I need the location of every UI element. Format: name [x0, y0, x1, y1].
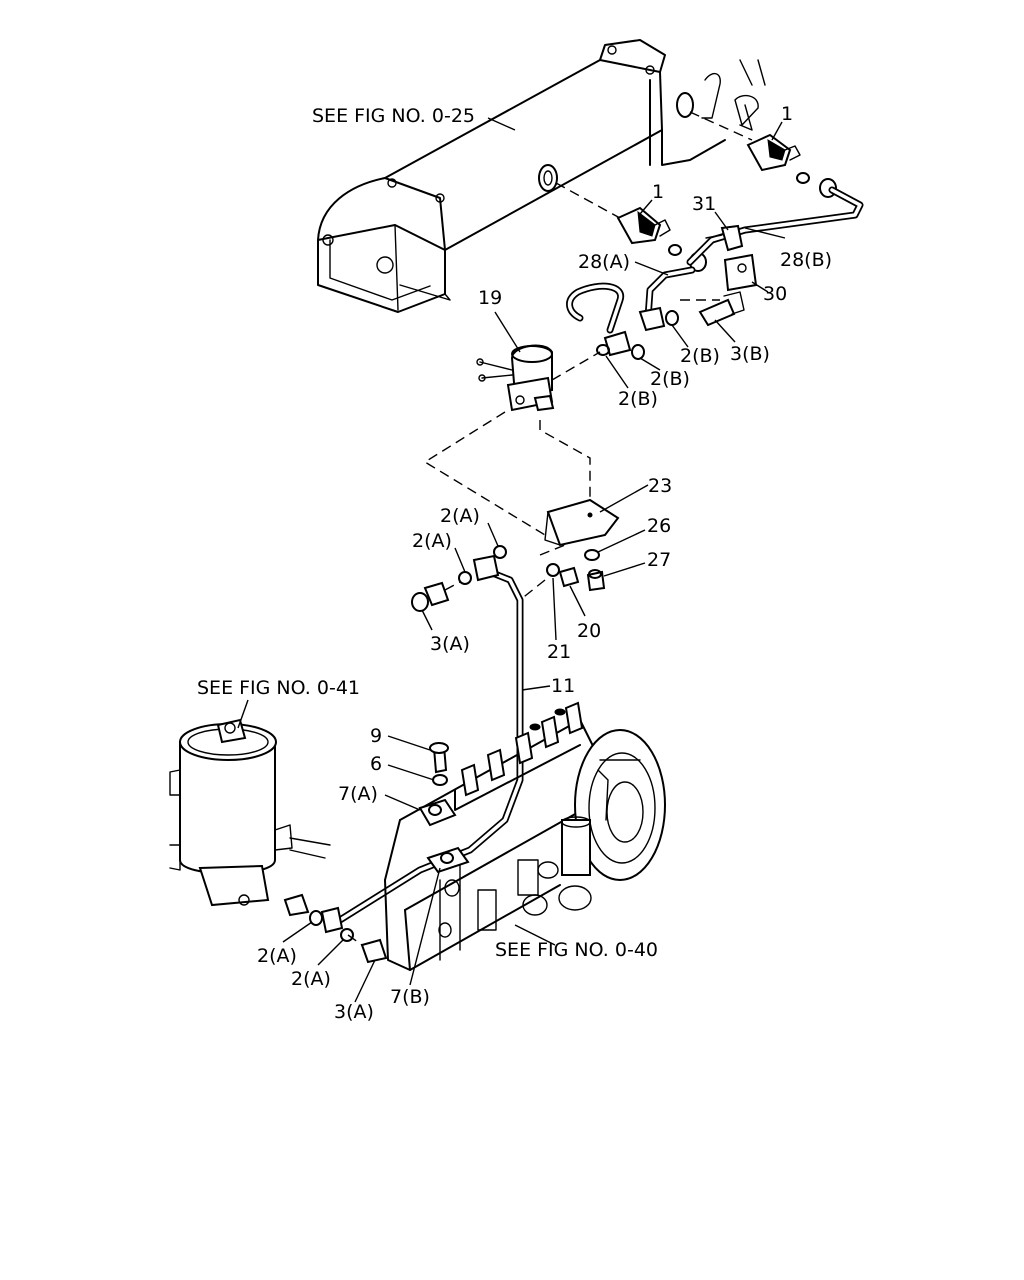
callout-21: 21	[547, 641, 571, 663]
callout-2a-lower-right: 2(A)	[291, 968, 331, 990]
callout-11: 11	[551, 675, 575, 697]
see-fig-0-41-label: SEE FIG NO. 0-41	[197, 677, 360, 699]
callout-2b-left: 2(B)	[618, 388, 658, 410]
bolt-3a-upper	[411, 581, 461, 612]
bolt-27	[586, 569, 606, 592]
heater-relay-19	[476, 344, 601, 412]
callout-28a: 28(A)	[578, 251, 630, 273]
callout-30: 30	[763, 283, 787, 305]
callout-20: 20	[577, 620, 601, 642]
clip-7b	[426, 846, 470, 874]
heater-plug-middle	[555, 182, 707, 272]
callout-labels: 1 1 31 28(B) 28(A) 30 19 2(B) 3(B) 2(B) …	[257, 103, 832, 1023]
callout-27: 27	[647, 549, 671, 571]
clip-7a	[418, 798, 457, 827]
nut-20	[558, 566, 580, 588]
connector-lead-28b	[686, 186, 864, 266]
callout-31: 31	[692, 193, 716, 215]
callout-3b: 3(B)	[730, 343, 770, 365]
callout-2b-middle: 2(B)	[650, 368, 690, 390]
callout-23: 23	[648, 475, 672, 497]
washer-26	[584, 549, 600, 561]
bracket-30	[723, 253, 758, 292]
callout-7a: 7(A)	[338, 783, 378, 805]
lower-banjo-fitting	[309, 906, 388, 964]
injection-pump	[384, 701, 666, 971]
bracket-23	[544, 498, 620, 547]
leader-lines	[237, 117, 786, 1003]
callout-2b-right: 2(B)	[680, 345, 720, 367]
callout-26: 26	[647, 515, 671, 537]
callout-3a-lower: 3(A)	[334, 1001, 374, 1023]
callout-3a-upper: 3(A)	[430, 633, 470, 655]
connector-lead-28a	[566, 266, 696, 360]
intake-manifold	[317, 39, 766, 313]
fuel-pipe-11	[336, 545, 524, 924]
callout-7b: 7(B)	[390, 986, 430, 1008]
callout-2a-lower-left: 2(A)	[257, 945, 297, 967]
reference-labels: SEE FIG NO. 0-25 SEE FIG NO. 0-41 SEE FI…	[197, 105, 658, 961]
callout-2a-top-right: 2(A)	[440, 505, 480, 527]
heater-plug-upper	[689, 111, 837, 198]
bolt-9	[429, 742, 449, 774]
bolt-3b	[680, 291, 745, 327]
washer-6	[432, 774, 448, 786]
callout-2a-top-left: 2(A)	[412, 530, 452, 552]
callout-1-upper: 1	[781, 103, 793, 125]
see-fig-0-40-label: SEE FIG NO. 0-40	[495, 939, 658, 961]
callout-28b: 28(B)	[780, 249, 832, 271]
callout-19: 19	[478, 287, 502, 309]
fuel-filter	[169, 718, 331, 917]
clip-31	[705, 224, 744, 252]
callout-9: 9	[370, 725, 382, 747]
see-fig-0-25-label: SEE FIG NO. 0-25	[312, 105, 475, 127]
callout-6: 6	[370, 753, 382, 775]
assembly-guide-lines	[423, 411, 591, 601]
callout-1-middle: 1	[652, 181, 664, 203]
washer-21	[546, 563, 560, 577]
